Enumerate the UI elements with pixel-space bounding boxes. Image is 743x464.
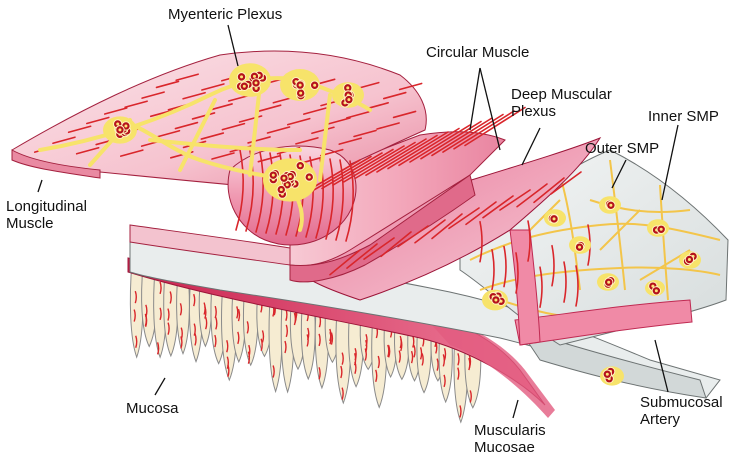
ganglion-nucleus <box>289 175 292 178</box>
leader-mucosa <box>155 378 165 395</box>
leader-longitudinal <box>38 180 42 192</box>
ganglion-nucleus <box>299 92 302 95</box>
label-mucosa: Mucosa <box>126 400 179 417</box>
ganglion-nucleus <box>272 174 275 177</box>
ganglion-nucleus <box>607 281 610 284</box>
ganglion-nucleus <box>308 176 311 179</box>
ganglion-nucleus <box>255 81 258 84</box>
ganglion-nucleus <box>553 217 556 220</box>
label-outer-smp: Outer SMP <box>585 140 659 157</box>
label-longitudinal-muscle: Longitudinal Muscle <box>6 198 87 232</box>
leader-muscularis-mucosae <box>513 400 518 418</box>
ganglion-nucleus <box>124 124 127 127</box>
ganglion-nucleus <box>606 373 609 376</box>
ganglion-nucleus <box>494 298 497 301</box>
ganglion-nucleus <box>253 75 256 78</box>
label-myenteric-plexus: Myenteric Plexus <box>168 6 282 23</box>
ganglion-nucleus <box>240 75 243 78</box>
label-submucosal-artery: Submucosal Artery <box>640 394 723 428</box>
label-muscularis-mucosae: Muscularis Mucosae <box>474 422 546 456</box>
ganglion-nucleus <box>347 98 350 101</box>
ganglion-nucleus <box>688 258 691 261</box>
ganglion-nucleus <box>118 128 121 131</box>
ganglion-nucleus <box>282 177 285 180</box>
ganglion-nucleus <box>313 84 316 87</box>
label-deep-muscular-plexus: Deep Muscular Plexus <box>511 86 612 120</box>
ganglion-nucleus <box>609 204 612 207</box>
ganglion-nucleus <box>280 188 283 191</box>
leader-circular-1 <box>470 68 480 130</box>
ganglion-nucleus <box>655 289 658 292</box>
ganglion-nucleus <box>578 246 581 249</box>
ganglion-nucleus <box>299 84 302 87</box>
label-circular-muscle: Circular Muscle <box>426 44 529 61</box>
ganglion-nucleus <box>660 228 663 231</box>
ganglion-nucleus <box>346 86 349 89</box>
ganglion-nucleus <box>299 164 302 167</box>
ganglion-nucleus <box>116 122 119 125</box>
ganglion-nucleus <box>286 183 289 186</box>
ganglion-nucleus <box>243 85 246 88</box>
label-inner-smp: Inner SMP <box>648 108 719 125</box>
